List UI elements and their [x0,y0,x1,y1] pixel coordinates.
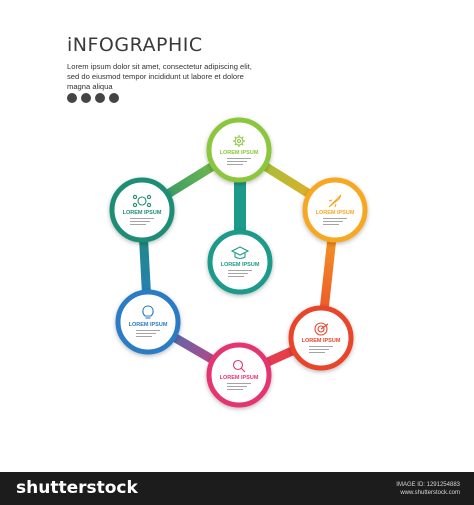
stock-footer: shutterstock IMAGE ID: 1291254883 www.sh… [0,472,474,505]
brand-logo: shutterstock [16,478,138,498]
node-top: LOREM IPSUM [206,117,272,183]
dot-1 [67,93,77,103]
node-lower-left: LOREM IPSUM [115,289,181,355]
gear-icon [233,135,245,147]
node-center: LOREM IPSUM [207,229,273,295]
intro-text: Lorem ipsum dolor sit amet, consectetur … [67,62,252,91]
node-top-label: LOREM IPSUM [220,150,259,156]
node-upper-left: LOREM IPSUM [109,177,175,243]
node-upper-right-text-line [323,221,343,222]
infographic-diagram: LOREM IPSUM LOREM IPSUM LOREM IPSUM LOREM I… [109,117,368,408]
node-lower-right-text-line [309,352,325,353]
node-upper-right: LOREM IPSUM [302,177,368,243]
lightbulb-icon [142,305,154,319]
node-bottom-ring [206,342,272,408]
node-lower-right-text-line [309,346,333,347]
node-bottom-text-line [227,386,247,387]
dot-3 [95,93,105,103]
node-bottom-text-line [227,389,243,390]
node-upper-right-text-line [323,224,339,225]
node-upper-right-ring [302,177,368,243]
node-lower-left-text-line [136,333,156,334]
center-stem [234,180,246,236]
node-lower-left-text-line [136,330,160,331]
node-group: LOREM IPSUM LOREM IPSUM LOREM IPSUM LOREM I… [109,117,368,408]
node-upper-left-text-line [130,218,154,219]
node-top-text-line [227,161,247,162]
node-center-text-line [228,270,252,271]
money-network-icon [132,194,152,208]
node-lower-right: LOREM IPSUM [288,305,354,371]
node-center-ring [207,229,273,295]
node-lower-left-ring [115,289,181,355]
node-upper-left-label: LOREM IPSUM [123,210,162,216]
node-upper-left-ring [109,177,175,243]
site-url: www.shutterstock.com [400,490,460,496]
dot-4 [109,93,119,103]
node-bottom-label: LOREM IPSUM [220,375,259,381]
node-lower-left-text-line [136,336,152,337]
node-lower-right-text-line [309,349,329,350]
dot-2 [81,93,91,103]
node-center-label: LOREM IPSUM [221,262,260,268]
node-upper-right-label: LOREM IPSUM [316,210,355,216]
node-top-text-line [227,158,251,159]
target-icon [314,322,329,336]
graduation-cap-icon [230,246,250,260]
node-upper-left-text-line [130,221,150,222]
node-center-text-line [228,273,248,274]
image-id-block: IMAGE ID: 1291254883 www.shutterstock.co… [396,481,460,497]
node-lower-right-ring [288,305,354,371]
node-upper-left-text-line [130,224,146,225]
pager-dots [67,93,119,103]
node-lower-right-label: LOREM IPSUM [302,338,341,344]
center-node: LOREM IPSUM [207,229,273,295]
search-icon [232,359,246,373]
node-center-text-line [228,276,244,277]
node-upper-right-text-line [323,218,347,219]
node-top-ring [206,117,272,183]
node-lower-left-label: LOREM IPSUM [129,322,168,328]
node-top-text-line [227,164,243,165]
image-id: IMAGE ID: 1291254883 [396,482,460,488]
node-bottom-text-line [227,383,251,384]
page-title: iNFOGRAPHIC [67,34,203,56]
node-bottom: LOREM IPSUM [206,342,272,408]
rocket-icon [328,194,342,208]
